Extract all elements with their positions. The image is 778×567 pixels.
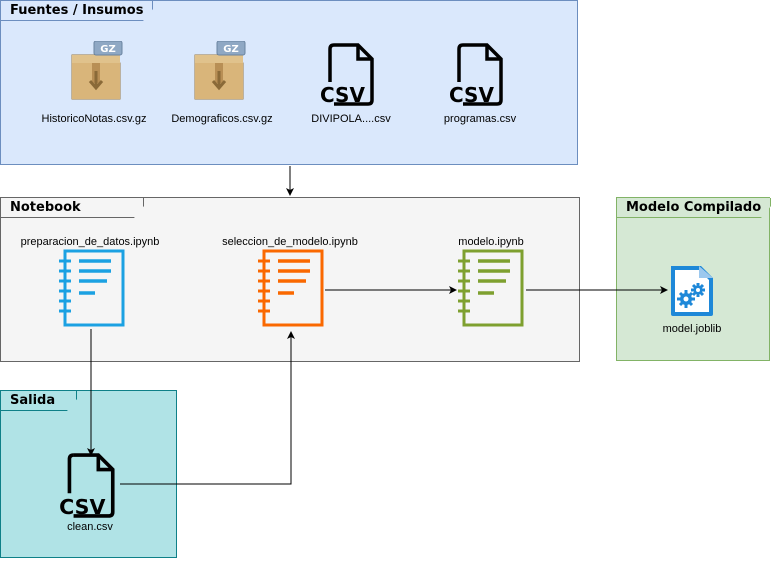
csv-text: CSV	[59, 495, 105, 518]
label-preparacion: preparacion_de_datos.ipynb	[20, 236, 160, 248]
label-programas: programas.csv	[443, 113, 517, 125]
notebook-icon	[59, 249, 125, 327]
label-clean: clean.csv	[67, 521, 113, 533]
archive-gz-icon: GZ	[71, 41, 123, 100]
csv-file-icon: CSV	[449, 43, 503, 106]
csv-file-icon: CSV	[59, 453, 115, 518]
gz-badge: GZ	[100, 44, 115, 55]
notebook-icon	[458, 249, 524, 327]
group-salida-title: Salida	[1, 391, 77, 411]
csv-text: CSV	[320, 83, 365, 106]
label-historico: HistoricoNotas.csv.gz	[41, 113, 147, 125]
label-modelo-ipynb: modelo.ipynb	[458, 236, 524, 248]
label-divipola: DIVIPOLA....csv	[311, 113, 391, 125]
edge-clean-to-seleccion	[120, 331, 295, 485]
notebook-icon	[258, 249, 324, 327]
group-fuentes-title: Fuentes / Insumos	[1, 1, 153, 21]
csv-text: CSV	[449, 83, 494, 106]
csv-file-icon: CSV	[320, 43, 374, 106]
group-salida: Salida	[0, 390, 177, 558]
gz-badge: GZ	[223, 44, 238, 55]
label-model-joblib: model.joblib	[662, 323, 722, 335]
group-notebook-title: Notebook	[1, 198, 144, 218]
label-demograficos: Demograficos.csv.gz	[171, 113, 273, 125]
gear-file-icon	[671, 266, 713, 316]
archive-gz-icon: GZ	[194, 41, 246, 100]
label-seleccion: seleccion_de_modelo.ipynb	[222, 236, 358, 248]
